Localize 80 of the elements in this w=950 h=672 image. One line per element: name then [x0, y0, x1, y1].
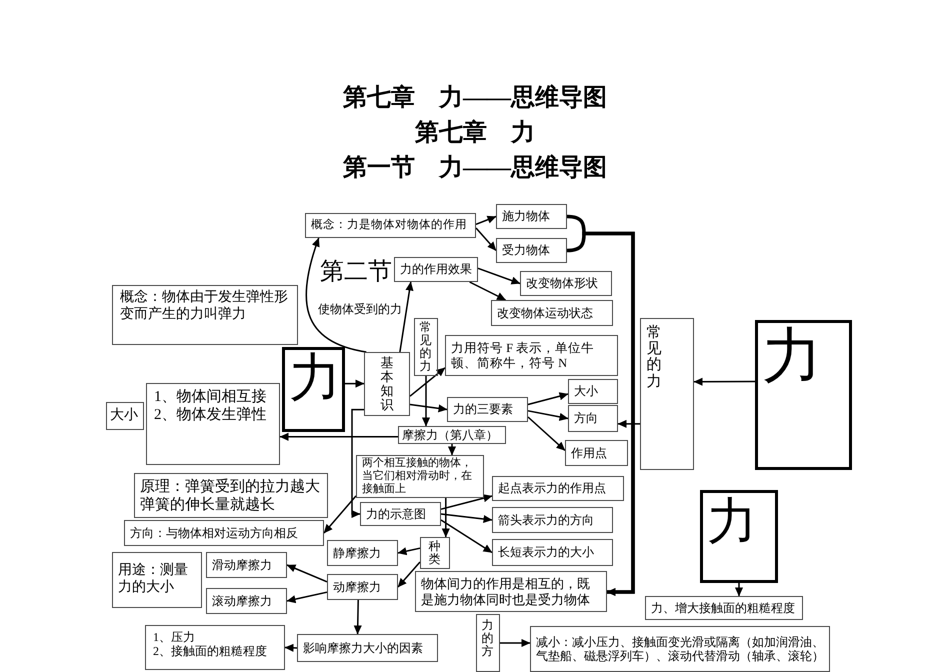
list-item: 1、物体间相互接 — [154, 388, 266, 406]
text-box: 力的作用效果 — [394, 257, 478, 282]
text-box: 大小 — [568, 379, 618, 404]
text-box: 用途：测量力的大小 — [112, 552, 202, 608]
text-box: 力的示意图 — [360, 502, 441, 526]
text-box: 长短表示力的大小 — [492, 539, 613, 566]
topic-box: 力 — [282, 347, 345, 432]
text-box: 原理：弹簧受到的拉力越大弹簧的伸长量就越长 — [134, 473, 328, 518]
arrow — [280, 432, 398, 441]
arrow — [410, 404, 448, 412]
topic-box: 力 — [700, 490, 778, 583]
arrow — [528, 392, 568, 406]
text-box: 影响摩擦力大小的因素 — [297, 634, 438, 662]
text-box: 方向 — [568, 405, 618, 432]
text-box: 起点表示力的作用点 — [492, 476, 624, 501]
text-box: 静摩擦力 — [327, 540, 398, 566]
topic-box: 力 — [755, 320, 852, 470]
text-box: 两个相互接触的物体，当它们相对滑动时，在接触面上 — [356, 455, 484, 498]
arrow — [323, 495, 357, 534]
arrow — [476, 216, 496, 225]
arrow — [399, 282, 414, 352]
text-box: 力、增大接触面的粗糙程度 — [645, 596, 803, 620]
arrow — [500, 638, 530, 648]
text-box: 受力物体 — [496, 238, 567, 263]
title: 第七章 力——思维导图 — [343, 85, 607, 113]
arrow — [306, 238, 366, 353]
arrow — [440, 513, 492, 524]
list-item: 1、压力 — [153, 630, 195, 644]
text-box: 施力物体 — [496, 204, 567, 229]
arrow — [354, 600, 362, 634]
arrow — [469, 281, 506, 301]
text-box: 力用符号 F 表示，单位牛顿、简称牛，符号 N — [445, 335, 618, 376]
list-item: 2、接触面的粗糙程度 — [153, 644, 267, 659]
text-box: 方向：与物体相对运动方向相反 — [124, 520, 324, 546]
text-box: 力的三要素 — [447, 397, 528, 422]
arrow — [528, 416, 566, 451]
heading: 第二节 — [320, 259, 392, 287]
arrow — [440, 494, 492, 510]
arrow — [442, 498, 450, 538]
arrow — [345, 380, 364, 388]
arrow — [397, 562, 421, 588]
arrow — [618, 420, 640, 428]
vertical-text-box: 常见的力 — [414, 318, 438, 376]
arrow — [475, 228, 497, 251]
arrow — [440, 519, 492, 554]
arrow — [286, 591, 328, 604]
arrow — [284, 644, 298, 652]
vertical-text-box: 基本知识 — [364, 352, 410, 416]
text-box: 箭头表示力的方向 — [492, 507, 613, 533]
arrow — [351, 408, 364, 518]
text-box — [146, 383, 280, 465]
arrow — [398, 547, 420, 556]
text-box: 概念：力是物体对物体的作用 — [305, 213, 476, 238]
heading: 第一节 力——思维导图 — [343, 155, 607, 183]
arrow — [410, 367, 446, 397]
text-box: 物体间力的作用是相互的，既是施力物体同时也是受力物体 — [415, 571, 607, 612]
text-box: 摩擦力（第八章） — [398, 426, 506, 444]
text-box: 改变物体形状 — [520, 271, 612, 296]
text-label: 使物体受到的力 — [318, 303, 402, 317]
text-box: 动摩擦力 — [327, 574, 398, 600]
vertical-text-box: 力的方 — [476, 614, 500, 672]
text-box: 作用点 — [565, 440, 628, 466]
text-box: 滑动摩擦力 — [206, 552, 287, 578]
text-box: 改变物体运动状态 — [491, 300, 613, 326]
vertical-text-box: 种类 — [420, 537, 450, 569]
arrow — [478, 268, 520, 284]
text-box: 大小 — [106, 402, 144, 430]
arrow — [734, 583, 744, 596]
text-box: 滚动摩擦力 — [206, 588, 287, 614]
text-box: 减小：减小压力、接触面变光滑或隔离（如加润滑油、气垫船、磁悬浮列车）、滚动代替滑动（轴承、滚轮） — [530, 626, 830, 672]
vertical-text-box: 常见的力 — [640, 318, 694, 470]
arrow — [286, 564, 328, 582]
arrow — [528, 410, 568, 421]
text-box: 概念：物体由于发生弹性形变而产生的力叫弹力 — [112, 285, 298, 345]
arrow — [422, 376, 430, 426]
text-box — [145, 625, 285, 670]
arrow — [694, 378, 755, 386]
arrow — [448, 444, 456, 456]
list-item: 2、物体发生弹性 — [154, 406, 266, 424]
heading: 第七章 力 — [415, 120, 535, 148]
